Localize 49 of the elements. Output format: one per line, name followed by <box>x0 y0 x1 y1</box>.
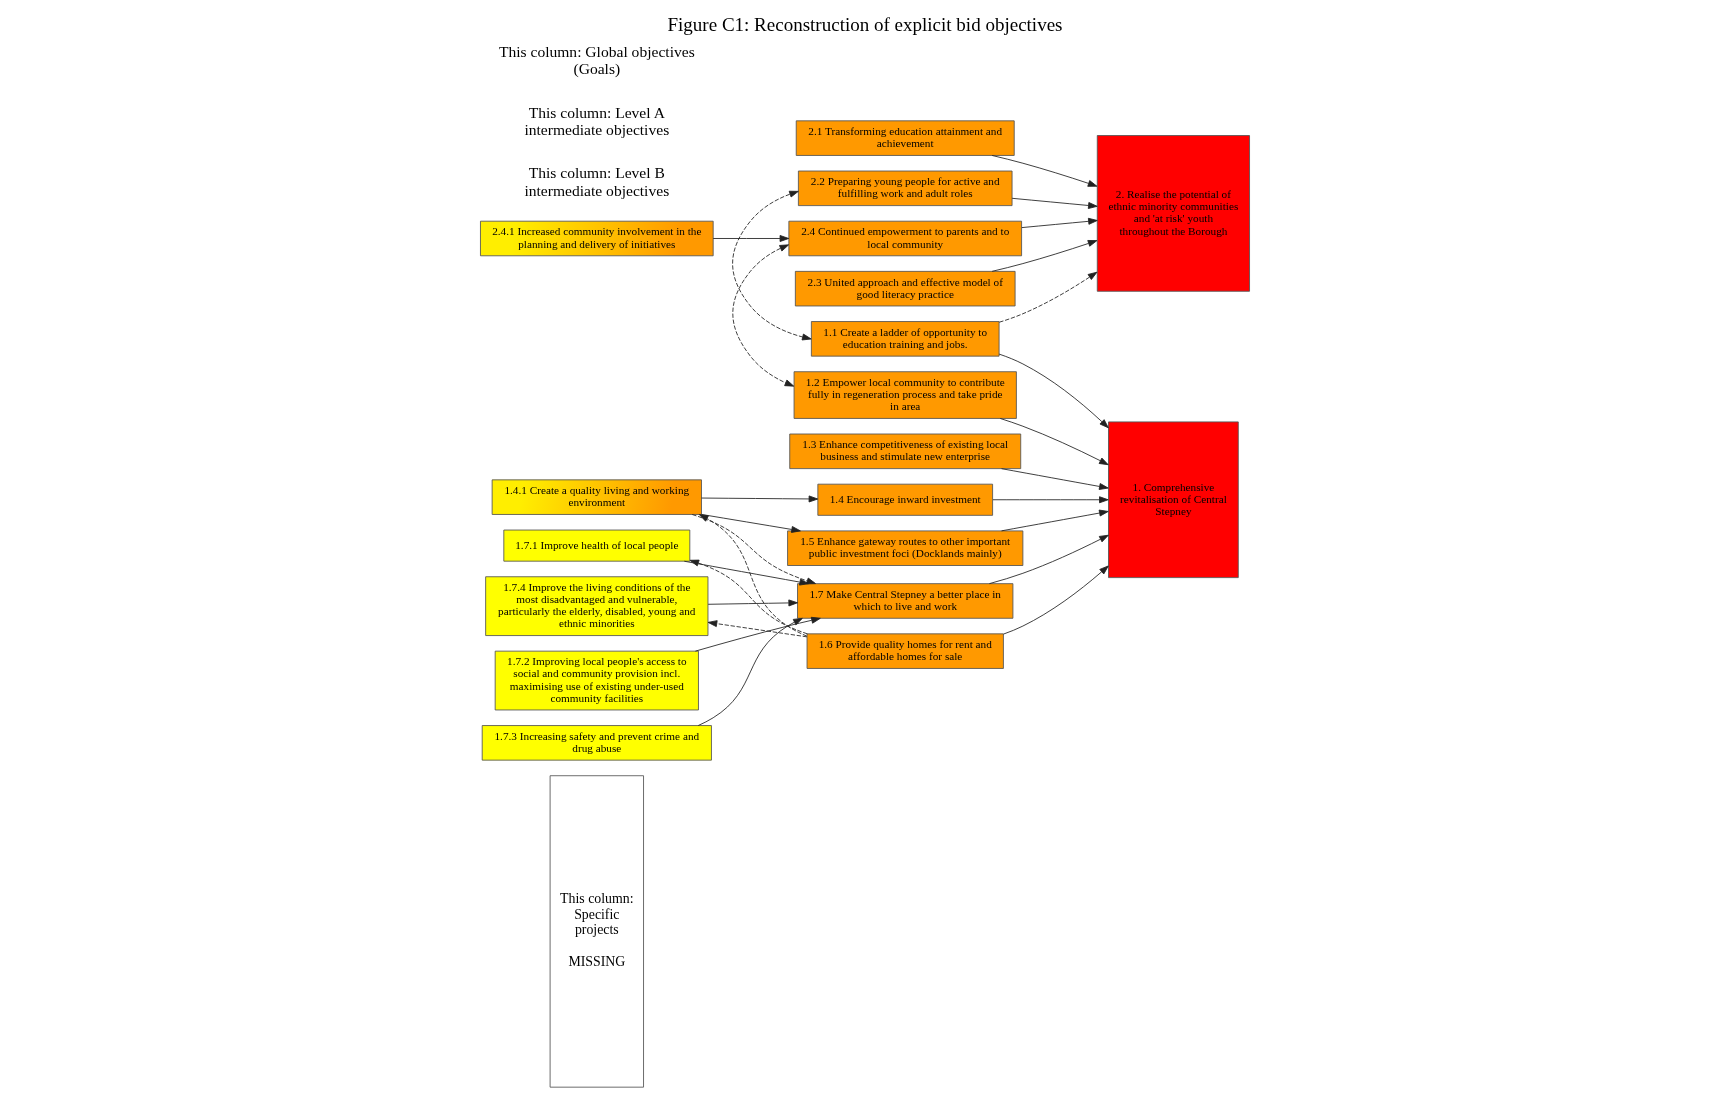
arrow <box>694 616 821 652</box>
node-box: 2.1 Transforming education attainment and achievement <box>795 120 1015 156</box>
node-box: 1.5 Enhance gateway routes to other important public investment foci (Docklands mainly) <box>786 530 1023 566</box>
arrow <box>1002 565 1109 635</box>
arrow <box>731 190 812 341</box>
node-box: 1.7.1 Improve health of local people <box>502 529 690 562</box>
node-box: This column: Specific projects MISSING <box>549 775 644 1088</box>
label: This column: Global objectives (Goals) <box>498 43 695 78</box>
diagram-title: Figure C1: Reconstruction of explicit bid objectives <box>666 13 1063 35</box>
arrow <box>1020 217 1098 229</box>
arrow <box>689 559 808 635</box>
arrow <box>700 514 801 533</box>
arrow <box>1000 509 1109 532</box>
arrow <box>707 599 798 607</box>
arrow <box>712 235 789 242</box>
node-box: 1.7 Make Central Stepney a better place in which to live and work <box>796 583 1013 619</box>
node-box: 1.7.3 Increasing safety and prevent crime and drug abuse <box>481 725 712 761</box>
arrow <box>988 534 1109 585</box>
node-box: 1.4.1 Create a quality living and working environment <box>491 479 702 515</box>
node-box: 1.6 Provide quality homes for rent and affordable homes for sale <box>806 633 1004 669</box>
node-box: 2.3 United approach and effective model of good literacy practice <box>794 270 1016 307</box>
arrow <box>697 617 803 726</box>
node-box: 2.2 Preparing young people for active and fulfilling work and adult roles <box>797 170 1012 207</box>
node-box: 1. Comprehensive revitalisation of Central Stepney <box>1107 421 1239 579</box>
node-box: 1.4 Encourage inward investment <box>816 483 993 516</box>
node-box: 1.2 Empower local community to contribute fully in regeneration process and take pride in area <box>793 371 1017 419</box>
node-box: 1.3 Enhance competitiveness of existing local business and stimulate new enterprise <box>788 433 1021 470</box>
arrow <box>691 514 816 585</box>
label: This column: Level A intermediate objectives <box>523 103 669 139</box>
arrow <box>698 514 807 637</box>
arrow <box>991 155 1097 187</box>
node-box: 2.4.1 Increased community involvement in the planning and delivery of initiatives <box>479 220 714 257</box>
node-box: 1.7.2 Improving local people's access to social and community provision incl. maximising use of existing under-used community facilities <box>494 650 699 711</box>
label: This column: Level B intermediate objectives <box>523 164 669 199</box>
node-box: 1.7.4 Improve the living conditions of the most disadvantaged and vulnerable, particularly the elderly, disabled, young and ethnic minorities <box>484 576 708 636</box>
arrow <box>992 496 1109 504</box>
node-box: 2.4 Continued empowerment to parents and to local community <box>787 220 1022 257</box>
arrow <box>1000 468 1109 490</box>
node-box: 1.1 Create a ladder of opportunity to education training and jobs. <box>810 321 1000 357</box>
node-box: 2. Realise the potential of ethnic minority communities and 'at risk' youth throughout the Borough <box>1096 135 1250 292</box>
arrow <box>683 560 809 586</box>
arrow <box>1011 197 1098 209</box>
arrow <box>700 495 818 503</box>
arrow <box>991 240 1097 272</box>
arrow <box>731 244 794 387</box>
arrow <box>998 353 1109 429</box>
arrow <box>707 620 807 638</box>
arrow <box>999 418 1109 466</box>
arrow <box>998 271 1097 323</box>
